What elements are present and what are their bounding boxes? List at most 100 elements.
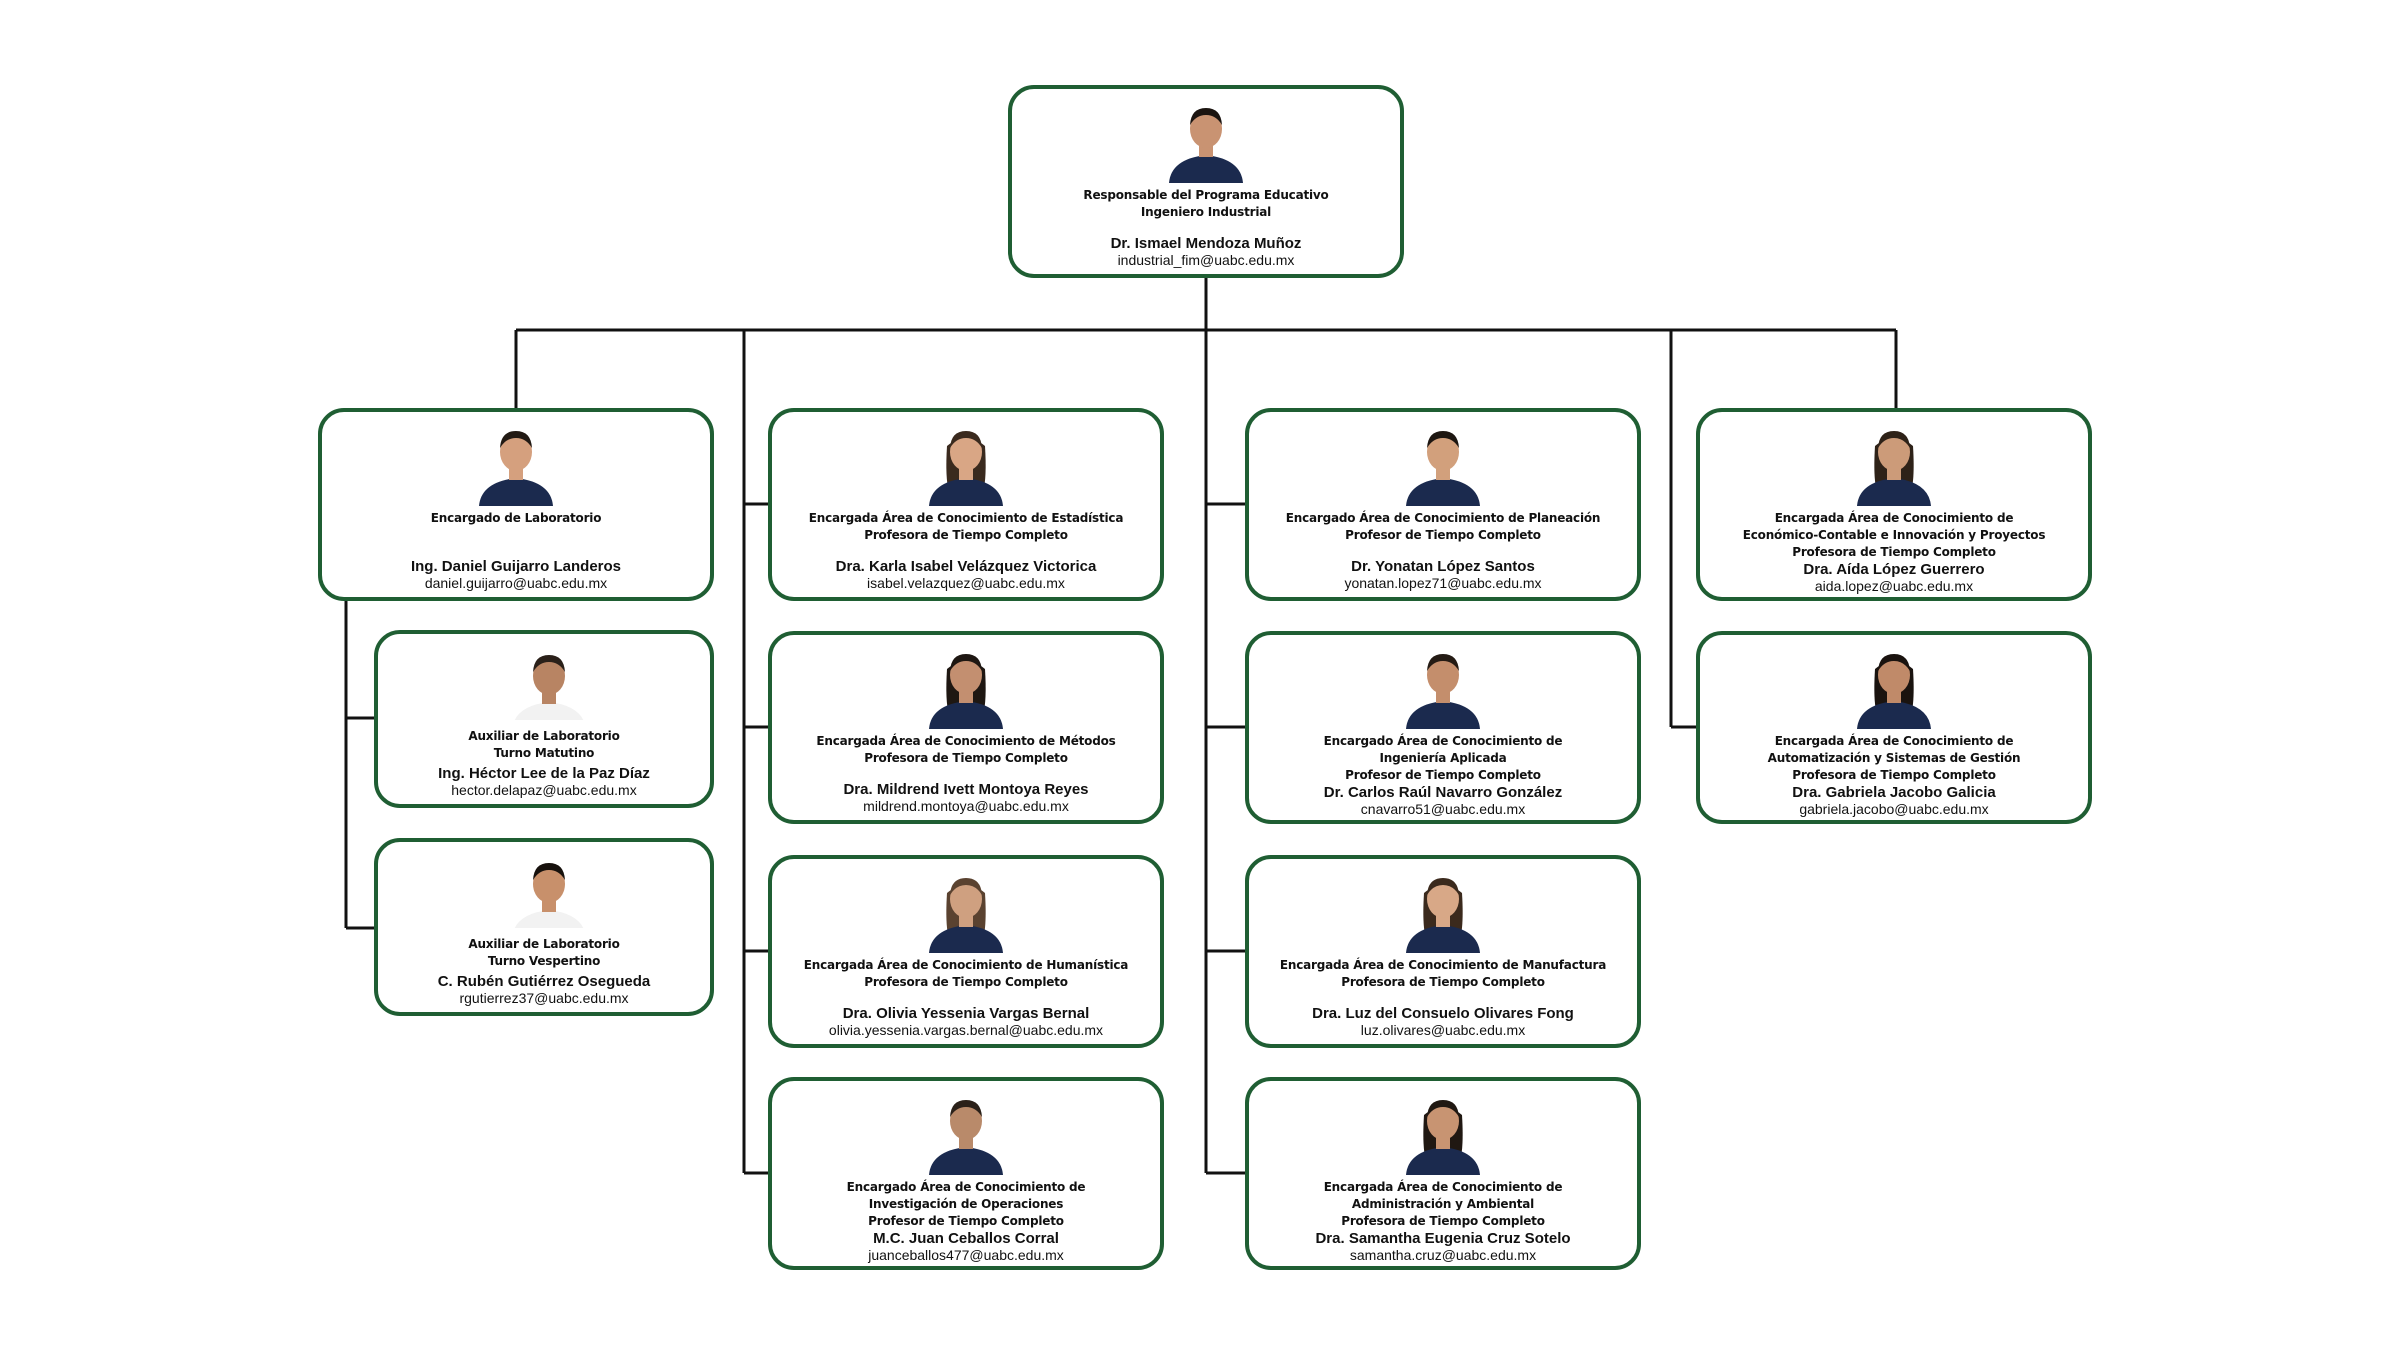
- profile-photo: [1398, 416, 1488, 506]
- person-name: Dra. Samantha Eugenia Cruz Sotelo: [1315, 1230, 1571, 1247]
- role-line: Ingeniería Aplicada: [1379, 751, 1507, 765]
- org-card: Encargada Área de Conocimiento de Manufa…: [1245, 855, 1641, 1048]
- profile-photo: [504, 640, 584, 720]
- email-address[interactable]: juanceballos477@uabc.edu.mx: [868, 1247, 1064, 1263]
- role-line: Responsable del Programa Educativo: [1083, 188, 1329, 202]
- role-line: Profesor de Tiempo Completo: [1345, 528, 1541, 542]
- email-address[interactable]: mildrend.montoya@uabc.edu.mx: [863, 798, 1069, 814]
- role-line: Turno Matutino: [493, 746, 595, 760]
- role-title: Encargado Área de Conocimiento de Planea…: [1286, 510, 1601, 544]
- role-line: Encargada Área de Conocimiento de Manufa…: [1279, 958, 1607, 972]
- person-name: Dra. Olivia Yessenia Vargas Bernal: [842, 1005, 1090, 1022]
- email-address[interactable]: luz.olivares@uabc.edu.mx: [1360, 1022, 1526, 1038]
- role-line: Encargada Área de Conocimiento de: [1323, 1180, 1563, 1194]
- role-line: Investigación de Operaciones: [868, 1197, 1064, 1211]
- org-card: Encargado Área de Conocimiento de Ingenie…: [1245, 631, 1641, 824]
- person-name: Dra. Luz del Consuelo Olivares Fong: [1312, 1005, 1574, 1022]
- role-title: Encargado Área de Conocimiento de Ingenie…: [1324, 733, 1563, 784]
- org-card: Encargada Área de Conocimiento de Adminis…: [1245, 1077, 1641, 1270]
- role-title: Encargada Área de Conocimiento de Humaní…: [803, 957, 1129, 991]
- role-line: Administración y Ambiental: [1351, 1197, 1535, 1211]
- org-card: Encargado Área de Conocimiento de Planea…: [1245, 408, 1641, 601]
- person-name: Dra. Karla Isabel Velázquez Victorica: [835, 558, 1097, 575]
- person-name: Dr. Ismael Mendoza Muñoz: [1110, 235, 1302, 252]
- profile-photo: [921, 416, 1011, 506]
- role-title: Encargada Área de Conocimiento de Económi…: [1743, 510, 2046, 561]
- role-line: Profesora de Tiempo Completo: [864, 528, 1068, 542]
- role-line: Profesora de Tiempo Completo: [864, 975, 1068, 989]
- role-line: Auxiliar de Laboratorio: [468, 937, 620, 951]
- role-title: Encargado Área de Conocimiento de Investi…: [847, 1179, 1086, 1230]
- role-line: Profesora de Tiempo Completo: [1341, 975, 1545, 989]
- org-card: Encargada Área de Conocimiento de Automat…: [1696, 631, 2092, 824]
- role-line: Encargada Área de Conocimiento de Humaní…: [803, 958, 1129, 972]
- org-card: Encargada Área de Conocimiento de Humaní…: [768, 855, 1164, 1048]
- role-line: Económico-Contable e Innovación y Proyec…: [1742, 528, 2046, 542]
- role-line: Profesora de Tiempo Completo: [1792, 545, 1996, 559]
- person-name: Dra. Aída López Guerrero: [1803, 561, 1985, 578]
- role-title: Encargada Área de Conocimiento de Estadí…: [809, 510, 1124, 544]
- person-name: Ing. Daniel Guijarro Landeros: [410, 558, 622, 575]
- person-name: Dr. Yonatan López Santos: [1351, 558, 1535, 575]
- profile-photo: [471, 416, 561, 506]
- role-line: Encargado Área de Conocimiento de: [1323, 734, 1563, 748]
- person-name: Dr. Carlos Raúl Navarro González: [1323, 784, 1563, 801]
- role-title: Encargado de Laboratorio: [431, 510, 602, 527]
- role-line: Encargada Área de Conocimiento de Método…: [816, 734, 1116, 748]
- role-line: Encargado Área de Conocimiento de: [846, 1180, 1086, 1194]
- email-address[interactable]: yonatan.lopez71@uabc.edu.mx: [1344, 575, 1542, 591]
- profile-photo: [1161, 93, 1251, 183]
- role-line: Ingeniero Industrial: [1140, 205, 1272, 219]
- org-card: Encargada Área de Conocimiento de Método…: [768, 631, 1164, 824]
- email-address[interactable]: hector.delapaz@uabc.edu.mx: [451, 782, 637, 798]
- email-address[interactable]: gabriela.jacobo@uabc.edu.mx: [1799, 801, 1989, 817]
- email-address[interactable]: aida.lopez@uabc.edu.mx: [1814, 578, 1974, 594]
- person-name: Ing. Héctor Lee de la Paz Díaz: [438, 765, 650, 782]
- email-address[interactable]: cnavarro51@uabc.edu.mx: [1360, 801, 1526, 817]
- org-card: Encargada Área de Conocimiento de Estadí…: [768, 408, 1164, 601]
- profile-photo: [921, 1085, 1011, 1175]
- role-line: Profesora de Tiempo Completo: [1341, 1214, 1545, 1228]
- org-card: Encargada Área de Conocimiento de Económi…: [1696, 408, 2092, 601]
- role-title: Encargada Área de Conocimiento de Método…: [816, 733, 1115, 767]
- profile-photo: [921, 863, 1011, 953]
- role-line: Profesor de Tiempo Completo: [1345, 768, 1541, 782]
- profile-photo: [1849, 416, 1939, 506]
- profile-photo: [1398, 863, 1488, 953]
- email-address[interactable]: rgutierrez37@uabc.edu.mx: [459, 990, 629, 1006]
- role-line: Encargada Área de Conocimiento de: [1774, 511, 2014, 525]
- role-line: Profesora de Tiempo Completo: [864, 751, 1068, 765]
- role-line: Auxiliar de Laboratorio: [468, 729, 620, 743]
- role-line: Automatización y Sistemas de Gestión: [1767, 751, 2021, 765]
- profile-photo: [504, 848, 584, 928]
- email-address[interactable]: daniel.guijarro@uabc.edu.mx: [424, 575, 608, 591]
- profile-photo: [1849, 639, 1939, 729]
- profile-photo: [921, 639, 1011, 729]
- role-line: Encargado Área de Conocimiento de Planea…: [1285, 511, 1601, 525]
- role-line: Encargada Área de Conocimiento de: [1774, 734, 2014, 748]
- email-address[interactable]: samantha.cruz@uabc.edu.mx: [1349, 1247, 1537, 1263]
- role-line: Profesor de Tiempo Completo: [868, 1214, 1064, 1228]
- role-line: Turno Vespertino: [487, 954, 601, 968]
- profile-photo: [1398, 1085, 1488, 1175]
- org-card: Encargado Área de Conocimiento de Investi…: [768, 1077, 1164, 1270]
- person-name: Dra. Mildrend Ivett Montoya Reyes: [843, 781, 1089, 798]
- profile-photo: [1398, 639, 1488, 729]
- role-title: Encargada Área de Conocimiento de Manufa…: [1280, 957, 1606, 991]
- person-name: Dra. Gabriela Jacobo Galicia: [1792, 784, 1996, 801]
- person-name: M.C. Juan Ceballos Corral: [873, 1230, 1059, 1247]
- email-address[interactable]: isabel.velazquez@uabc.edu.mx: [867, 575, 1065, 591]
- role-title: Encargada Área de Conocimiento de Adminis…: [1324, 1179, 1563, 1230]
- role-line: Encargado de Laboratorio: [430, 511, 602, 525]
- email-address[interactable]: industrial_fim@uabc.edu.mx: [1117, 252, 1295, 268]
- email-address[interactable]: olivia.yessenia.vargas.bernal@uabc.edu.m…: [828, 1022, 1104, 1038]
- person-name: C. Rubén Gutiérrez Osegueda: [437, 973, 651, 990]
